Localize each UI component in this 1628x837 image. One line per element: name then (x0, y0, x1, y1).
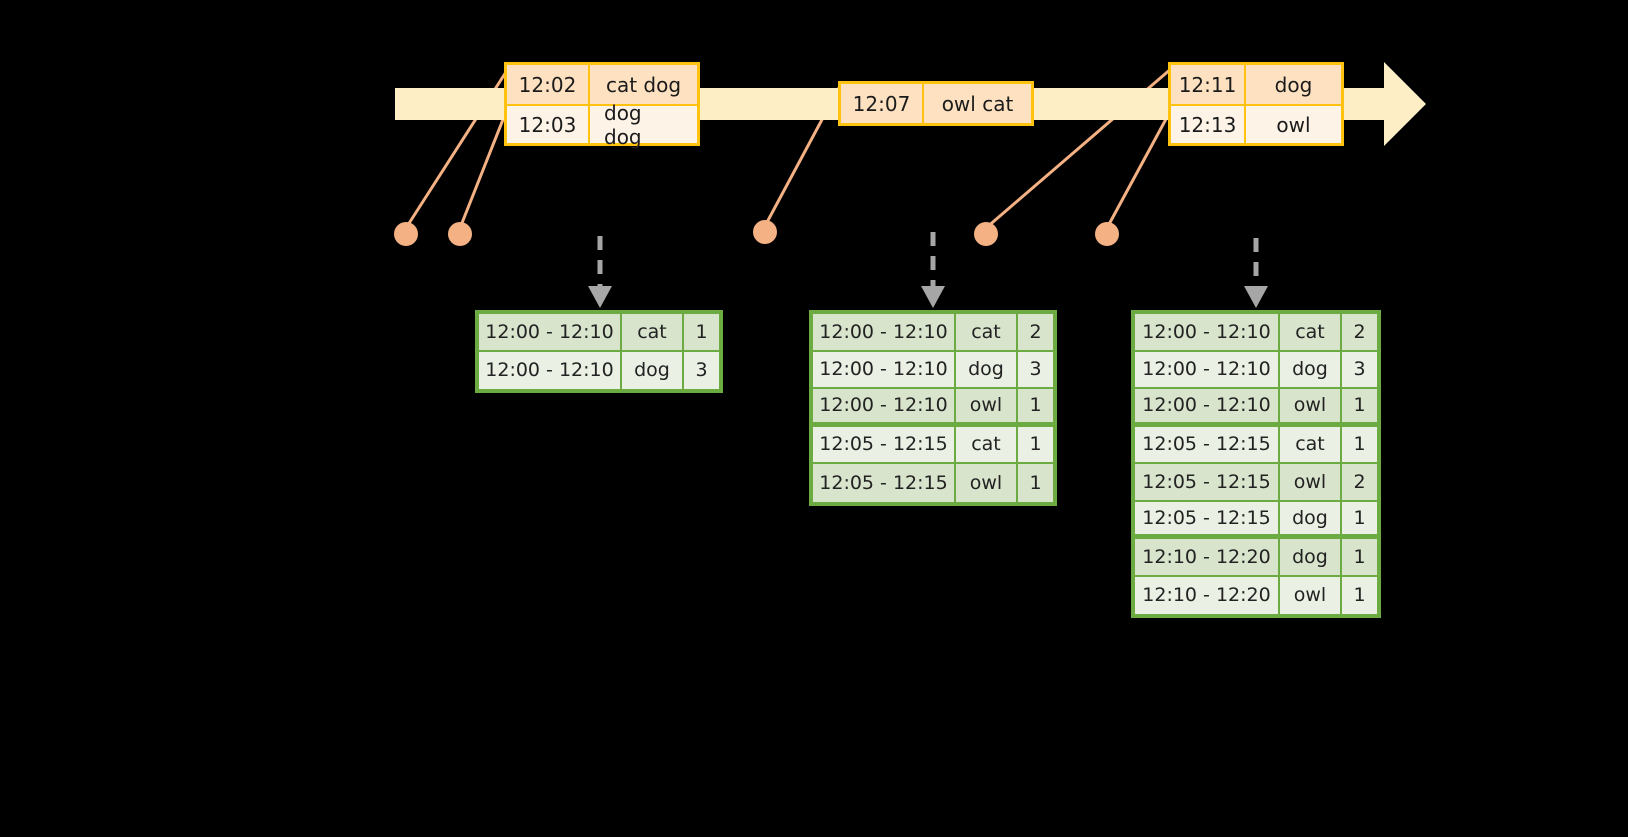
event-words: dog (1246, 65, 1341, 104)
event-row[interactable]: 12:03 dog dog (507, 101, 697, 149)
key-cell: owl (956, 464, 1018, 502)
key-cell: owl (956, 389, 1018, 427)
event-group-2[interactable]: 12:07 owl cat (838, 81, 1034, 126)
count-cell: 2 (1018, 314, 1053, 352)
event-row[interactable]: 12:02 cat dog (507, 65, 697, 104)
count-cell: 1 (1018, 464, 1053, 502)
key-cell: owl (1280, 389, 1342, 427)
count-cell: 1 (1342, 501, 1377, 539)
count-cell: 1 (1342, 389, 1377, 427)
key-cell: owl (1280, 464, 1342, 502)
arrow-head-1 (588, 286, 612, 308)
key-cell: dog (956, 351, 1018, 389)
event-time: 12:03 (507, 106, 590, 143)
key-cell: cat (1280, 426, 1342, 464)
window-cell: 12:00 - 12:10 (813, 314, 956, 352)
event-row[interactable]: 12:07 owl cat (841, 84, 1031, 123)
connector-dot-3 (753, 220, 777, 244)
count-cell: 2 (1342, 314, 1377, 352)
event-time: 12:02 (507, 65, 590, 104)
connector-dot-5 (1095, 222, 1119, 246)
event-time: 12:11 (1171, 65, 1246, 104)
key-cell: dog (1280, 501, 1342, 539)
window-cell: 12:00 - 12:10 (479, 314, 622, 352)
connector-dot-1 (394, 222, 418, 246)
count-cell: 1 (1342, 539, 1377, 577)
event-words: owl cat (924, 84, 1031, 123)
arrow-head-2 (921, 286, 945, 308)
window-cell: 12:10 - 12:20 (1135, 539, 1280, 577)
event-words: dog dog (590, 101, 697, 149)
event-time: 12:13 (1171, 106, 1246, 143)
count-cell: 1 (684, 314, 719, 352)
window-cell: 12:00 - 12:10 (1135, 314, 1280, 352)
window-cell: 12:05 - 12:15 (1135, 501, 1280, 539)
window-cell: 12:00 - 12:10 (813, 351, 956, 389)
window-cell: 12:05 - 12:15 (813, 426, 956, 464)
event-words: owl (1246, 106, 1341, 143)
connector-dot-2 (448, 222, 472, 246)
arrow-head-3 (1244, 286, 1268, 308)
event-row[interactable]: 12:11 dog (1171, 65, 1341, 104)
dashed-arrow-heads (588, 286, 1268, 308)
count-cell: 1 (1342, 576, 1377, 614)
window-cell: 12:10 - 12:20 (1135, 576, 1280, 614)
count-cell: 1 (1018, 389, 1053, 427)
window-cell: 12:00 - 12:10 (813, 389, 956, 427)
window-cell: 12:05 - 12:15 (813, 464, 956, 502)
key-cell: owl (1280, 576, 1342, 614)
event-group-1[interactable]: 12:02 cat dog 12:03 dog dog (504, 62, 700, 149)
event-time: 12:07 (841, 84, 924, 123)
timeline-arrow-head-icon (1384, 62, 1426, 146)
connector-line-5 (1105, 107, 1174, 229)
dashed-arrows (597, 232, 1259, 288)
key-cell: dog (622, 351, 684, 389)
event-group-3[interactable]: 12:11 dog 12:13 owl (1168, 62, 1344, 146)
count-cell: 1 (1342, 426, 1377, 464)
count-cell: 3 (1342, 351, 1377, 389)
key-cell: cat (1280, 314, 1342, 352)
event-words: cat dog (590, 65, 697, 104)
connector-dot-4 (974, 222, 998, 246)
key-cell: cat (622, 314, 684, 352)
count-cell: 3 (1018, 351, 1053, 389)
window-cell: 12:00 - 12:10 (479, 351, 622, 389)
key-cell: cat (956, 314, 1018, 352)
key-cell: dog (1280, 539, 1342, 577)
count-cell: 3 (684, 351, 719, 389)
window-cell: 12:05 - 12:15 (1135, 426, 1280, 464)
count-cell: 1 (1018, 426, 1053, 464)
connector-line-2 (458, 111, 508, 229)
count-cell: 2 (1342, 464, 1377, 502)
window-cell: 12:05 - 12:15 (1135, 464, 1280, 502)
event-row[interactable]: 12:13 owl (1171, 104, 1341, 143)
window-cell: 12:00 - 12:10 (1135, 351, 1280, 389)
window-cell: 12:00 - 12:10 (1135, 389, 1280, 427)
key-cell: dog (1280, 351, 1342, 389)
key-cell: cat (956, 426, 1018, 464)
